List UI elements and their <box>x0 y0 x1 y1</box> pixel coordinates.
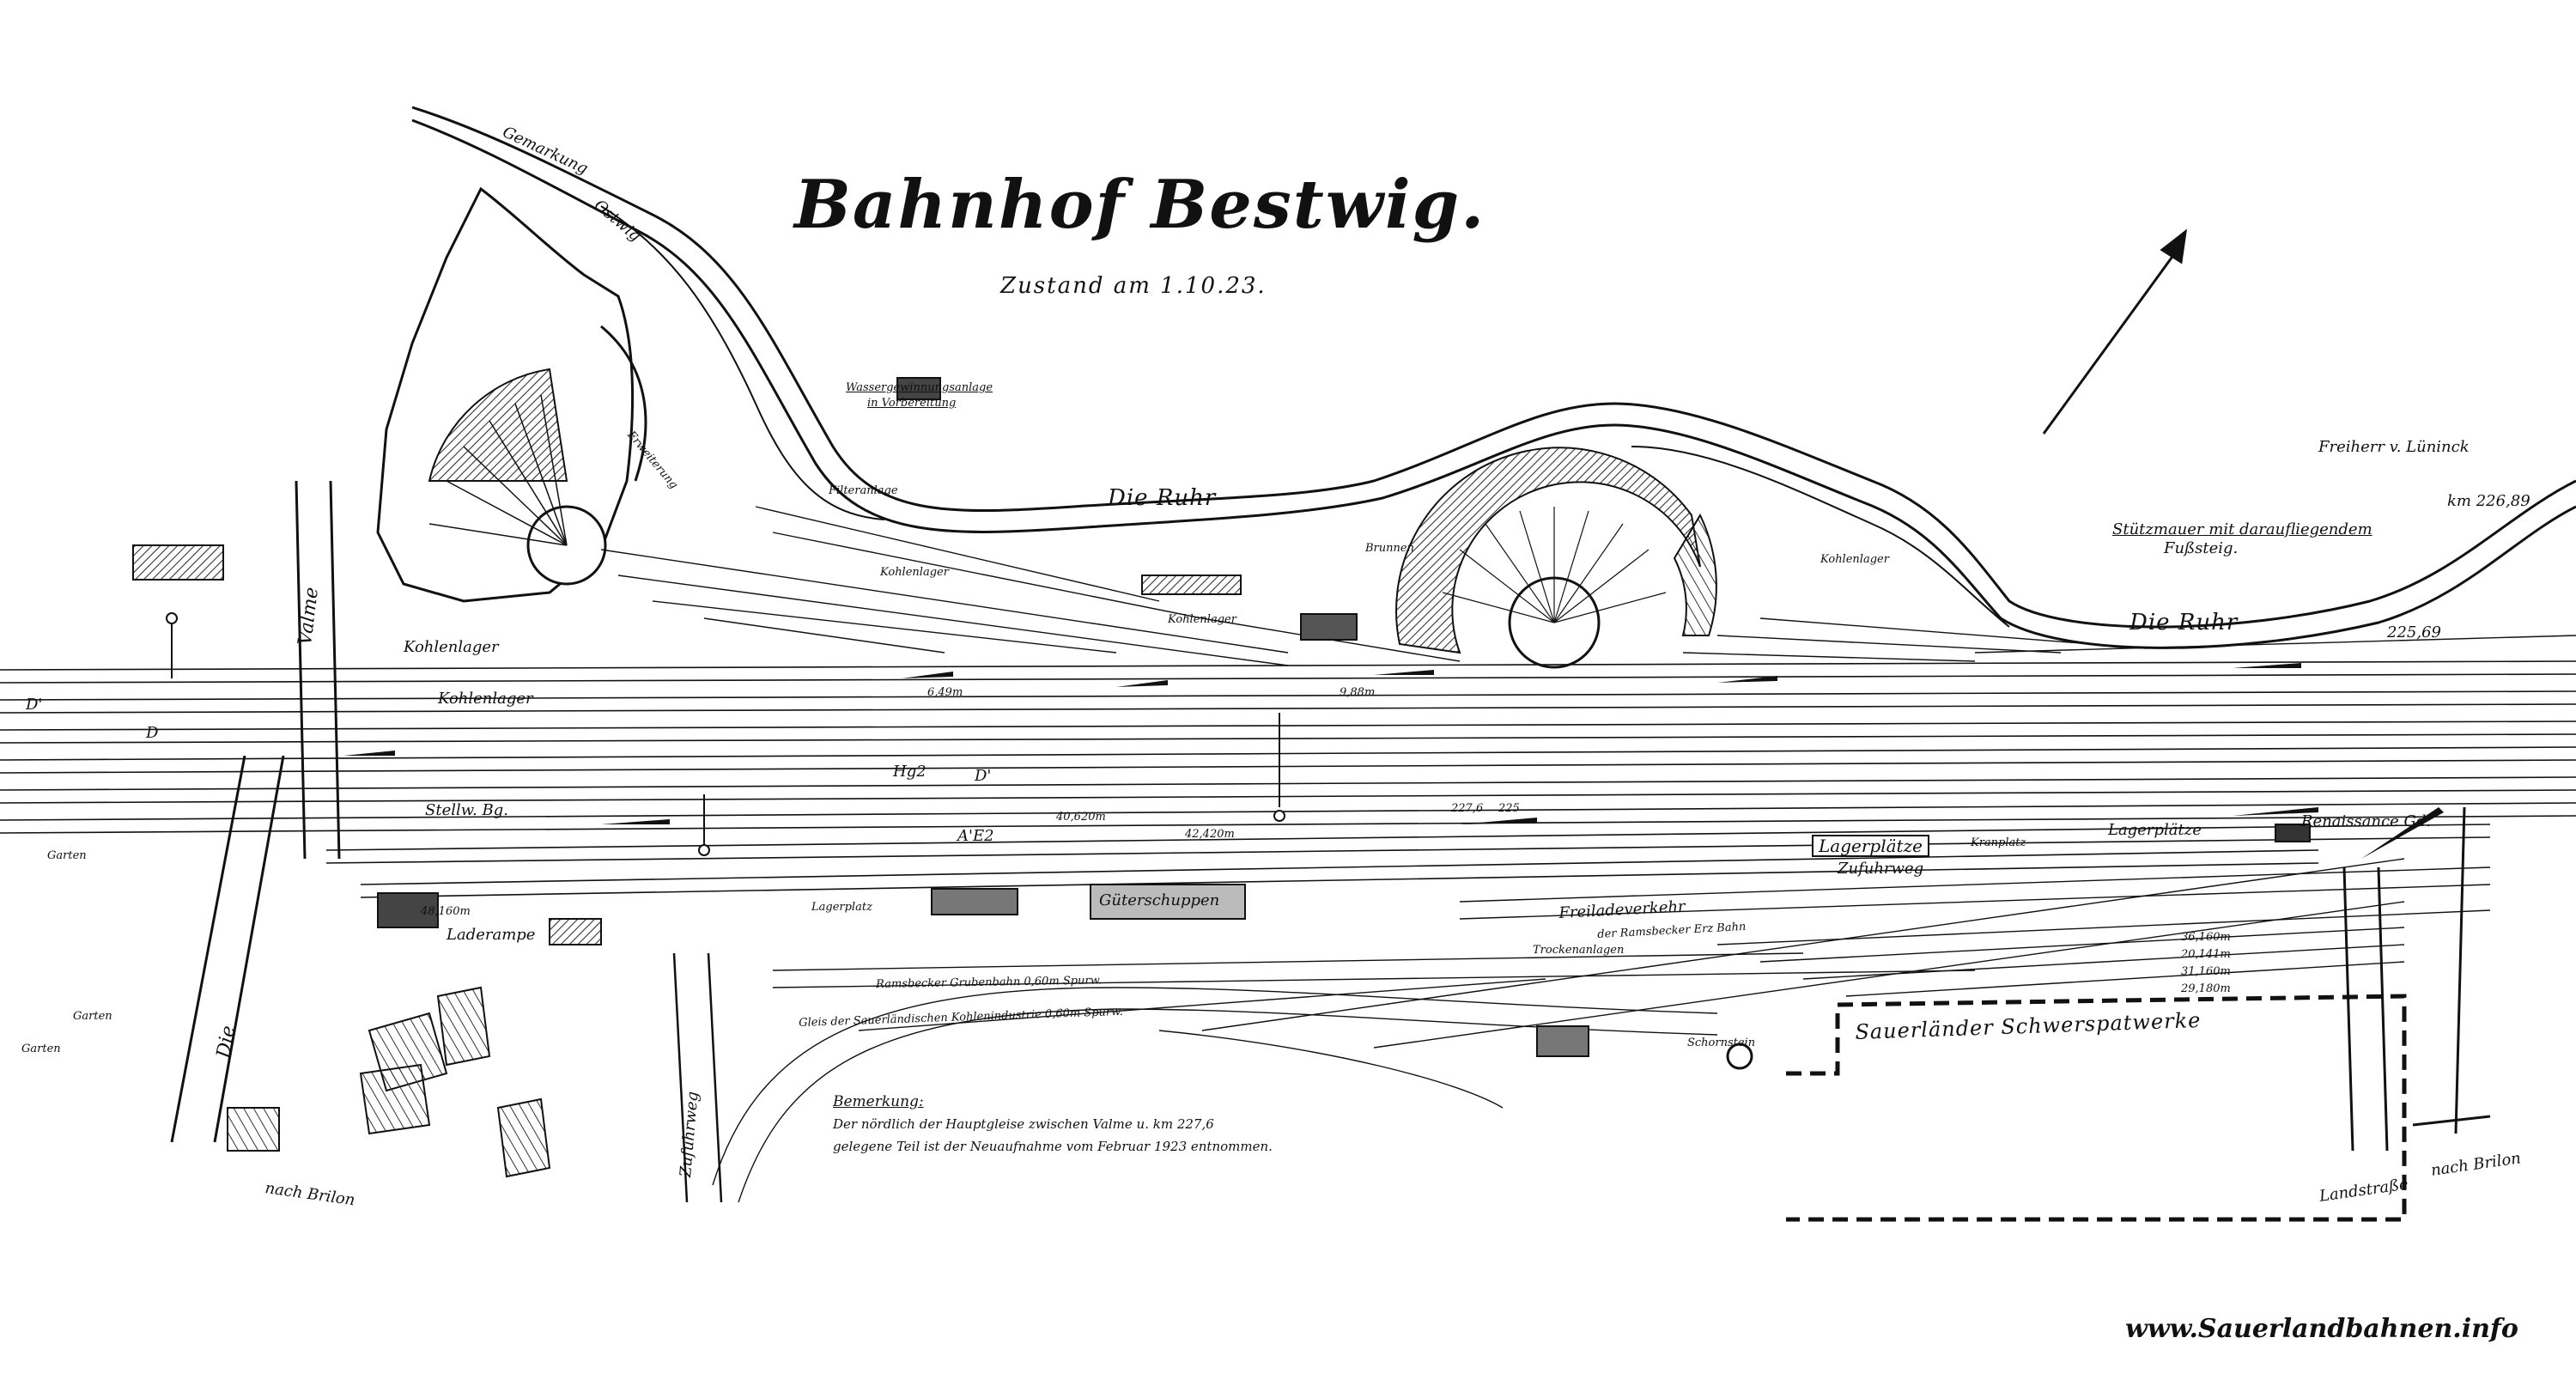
label-luninck: Freiherr v. Lüninck <box>2318 438 2470 456</box>
label-trockenanlagen: Trockenanlagen <box>1533 944 1625 957</box>
label-laderampe: Laderampe <box>447 926 536 944</box>
river-embankment <box>600 205 2010 628</box>
label-gueterschuppen: Güterschuppen <box>1099 891 1220 909</box>
track-label-hg: Hg2 <box>893 763 927 781</box>
length-4: 42,420m <box>1185 828 1235 841</box>
north-yard-tracks <box>600 506 2576 666</box>
south-siding-tracks <box>772 858 2491 1049</box>
label-km-2: 225,69 <box>2387 623 2441 641</box>
length-2: 9,88m <box>1340 686 1376 699</box>
label-kohlenlager-4: Kohlenlager <box>1168 613 1236 626</box>
left-depot-outline <box>376 186 647 603</box>
label-stellw-bg: Stellw. Bg. <box>425 801 508 819</box>
southwest-buildings <box>227 986 551 1178</box>
label-fusssteig: Fußsteig. <box>2164 539 2239 557</box>
schwerspat-outline <box>1786 994 2407 1222</box>
length-6: 225 <box>1498 802 1520 815</box>
length-10: 29,180m <box>2181 982 2231 995</box>
label-kohlenlager-2: Kohlenlager <box>438 690 533 708</box>
label-garten-1: Garten <box>47 849 87 862</box>
label-kranplatz: Kranplatz <box>1971 836 2026 849</box>
road-zufuhrweg <box>672 952 723 1203</box>
remark-line-1: Der nördlich der Hauptgleise zwischen Va… <box>833 1116 1214 1132</box>
label-wasser2: in Vorbereitung <box>867 397 957 410</box>
watermark-url: www.Sauerlandbahnen.info <box>2125 1314 2518 1344</box>
label-lagerplatz: Lagerplatz <box>811 901 872 914</box>
length-11: 48,160m <box>421 905 471 918</box>
length-9: 31,160m <box>2181 965 2231 978</box>
river-ruhr <box>411 106 2576 649</box>
length-1: 6,49m <box>927 686 963 699</box>
label-renaissance: Renaissance Gd. <box>2301 812 2432 830</box>
label-lagerplaetze: Lagerplätze <box>1812 835 1929 857</box>
remark-line-2: gelegene Teil ist der Neuaufnahme vom Fe… <box>833 1139 1273 1154</box>
signals <box>166 612 1285 856</box>
switch-wedges <box>343 663 2444 859</box>
narrow-gauge-lines <box>712 987 1718 1203</box>
length-8: 20,141m <box>2181 948 2231 961</box>
track-label-d2: D <box>146 724 159 742</box>
left-turntable-sheds <box>428 368 568 482</box>
label-schornstein: Schornstein <box>1687 1037 1756 1049</box>
plan-subtitle: Zustand am 1.10.23. <box>1000 273 1267 299</box>
label-zufuhrweg-1: Zufuhrweg <box>1838 860 1924 878</box>
label-km: km 226,89 <box>2447 492 2530 510</box>
label-kohlenlager-1: Kohlenlager <box>404 638 499 656</box>
length-3: 40,620m <box>1056 811 1106 824</box>
label-garten-2: Garten <box>21 1043 61 1055</box>
label-garten-3: Garten <box>73 1010 112 1023</box>
valme-bridge <box>170 480 341 1143</box>
label-brunnen: Brunnen <box>1365 542 1414 555</box>
label-wasser: Wassergewinnungsanlage <box>846 381 993 394</box>
length-7: 36,160m <box>2181 931 2231 944</box>
road-brilon <box>2342 806 2491 1152</box>
left-turntable-rays <box>428 394 568 546</box>
remark-block: Bemerkung: Der nördlich der Hauptgleise … <box>833 1091 1273 1158</box>
length-5: 227,6 <box>1451 802 1484 815</box>
label-lagerplaetze-2: Lagerplätze <box>2108 821 2202 839</box>
buildings <box>132 377 2311 1057</box>
label-stuetzmauer: Stützmauer mit daraufliegendem <box>2112 520 2372 538</box>
main-tracks <box>0 660 2576 898</box>
track-label-d: D' <box>26 696 43 714</box>
north-arrow <box>2042 228 2188 435</box>
label-ruhr-right: Die Ruhr <box>2129 610 2239 635</box>
label-kohlenlager-3: Kohlenlager <box>880 566 949 579</box>
label-kohlenlager-5: Kohlenlager <box>1820 553 1889 566</box>
track-label-d3: D' <box>975 767 992 785</box>
track-label-ae: A'E2 <box>957 827 994 845</box>
remark-heading: Bemerkung: <box>833 1093 924 1110</box>
label-ruhr-top: Die Ruhr <box>1108 485 1217 511</box>
plan-title: Bahnhof Bestwig. <box>794 166 1486 244</box>
right-turntable-rays <box>1442 507 1667 623</box>
label-filter: Filteranlage <box>829 484 898 497</box>
